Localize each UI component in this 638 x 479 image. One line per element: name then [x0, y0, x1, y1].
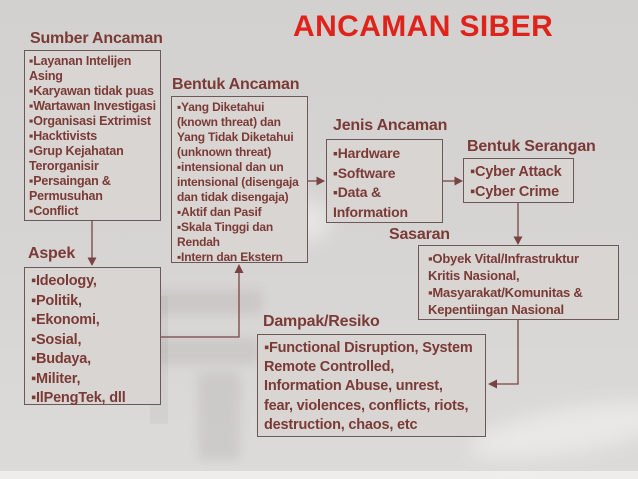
list-line: Yang Tidak Diketahui	[177, 130, 294, 144]
list-line: ▪Intern dan Ekstern	[177, 250, 283, 264]
list-line: ▪Persaingan &	[29, 174, 111, 188]
label-bentuk-ancaman: Bentuk Ancaman	[172, 76, 300, 93]
list-line: Kepentiingan Nasional	[428, 302, 564, 317]
list-line: ▪Cyber Crime	[470, 184, 559, 200]
list-line: ▪Wartawan Investigasi	[29, 99, 156, 113]
list-line: ▪Ideology,	[31, 273, 97, 289]
list-line: Information	[333, 203, 408, 220]
box-jenis-ancaman: ▪Hardware ▪Software ▪Data & Information	[326, 139, 443, 223]
list-line: ▪Skala Tinggi dan	[177, 220, 273, 234]
label-aspek: Aspek	[28, 245, 76, 262]
list-line: ▪Aktif dan Pasif	[177, 205, 262, 219]
list-line: destruction, chaos, etc	[264, 416, 418, 433]
list-line: ▪Hardware	[333, 145, 400, 161]
list-line: ▪Yang Diketahui	[177, 100, 265, 114]
list-line: (unknown threat)	[177, 145, 272, 159]
list-line: ▪Conflict	[29, 204, 79, 218]
list-line: ▪Ekonomi,	[31, 312, 100, 328]
label-sumber-ancaman: Sumber Ancaman	[30, 30, 163, 47]
label-dampak-resiko: Dampak/Resiko	[263, 313, 380, 330]
list-line: ▪Functional Disruption, System	[264, 340, 473, 356]
list-line: ▪Organisasi Extrimist	[29, 114, 151, 128]
list-line: intensional (disengaja	[177, 175, 299, 189]
box-dampak-resiko: ▪Functional Disruption, System Remote Co…	[257, 334, 486, 437]
list-line: ▪Karyawan tidak puas	[29, 84, 154, 98]
list-line: ▪Obyek Vital/Infrastruktur	[428, 251, 579, 266]
list-line: Remote Controlled,	[264, 359, 395, 376]
list-line: ▪Budaya,	[31, 351, 91, 367]
list-line: ▪intensional dan un	[177, 160, 284, 174]
list-line: Asing	[29, 69, 63, 83]
list-line: ▪Cyber Attack	[470, 164, 562, 180]
list-line: ▪Grup Kejahatan	[29, 144, 124, 158]
list-line: Terorganisir	[29, 159, 99, 173]
list-line: ▪Software	[333, 164, 396, 181]
list-line: ▪Layanan Intelijen	[29, 54, 132, 68]
list-line: dan tidak disengaja)	[177, 190, 289, 204]
list-line: ▪Hacktivists	[29, 129, 98, 143]
list-line: Rendah	[177, 235, 220, 249]
list-line: ▪IlPengTek, dll	[31, 390, 126, 406]
label-sasaran: Sasaran	[389, 226, 450, 243]
box-sasaran: ▪Obyek Vital/Infrastruktur Kritis Nasion…	[418, 245, 619, 320]
list-line: Information Abuse, unrest,	[264, 378, 443, 395]
list-line: ▪Data &	[333, 184, 381, 200]
list-line: fear, violences, conflicts, riots,	[264, 397, 469, 414]
list-line: Permusuhan	[29, 189, 103, 203]
box-aspek: ▪Ideology, ▪Politik, ▪Ekonomi, ▪Sosial, …	[24, 267, 161, 406]
list-line: Kritis Nasional,	[428, 268, 520, 283]
box-sumber-ancaman: ▪Layanan Intelijen Asing ▪Karyawan tidak…	[24, 50, 161, 221]
list-line: ▪Masyarakat/Komunitas &	[428, 285, 583, 300]
box-bentuk-ancaman: ▪Yang Diketahui (known threat) dan Yang …	[171, 96, 308, 264]
label-jenis-ancaman: Jenis Ancaman	[333, 117, 448, 134]
page-title: ANCAMAN SIBER	[293, 10, 554, 43]
list-line: (known threat) dan	[177, 115, 281, 129]
list-line: ▪Militer,	[31, 370, 81, 387]
box-bentuk-serangan: ▪Cyber Attack ▪Cyber Crime	[463, 158, 574, 203]
list-line: ▪Sosial,	[31, 331, 82, 348]
list-line: ▪Politik,	[31, 292, 82, 309]
label-bentuk-serangan: Bentuk Serangan	[467, 138, 596, 155]
